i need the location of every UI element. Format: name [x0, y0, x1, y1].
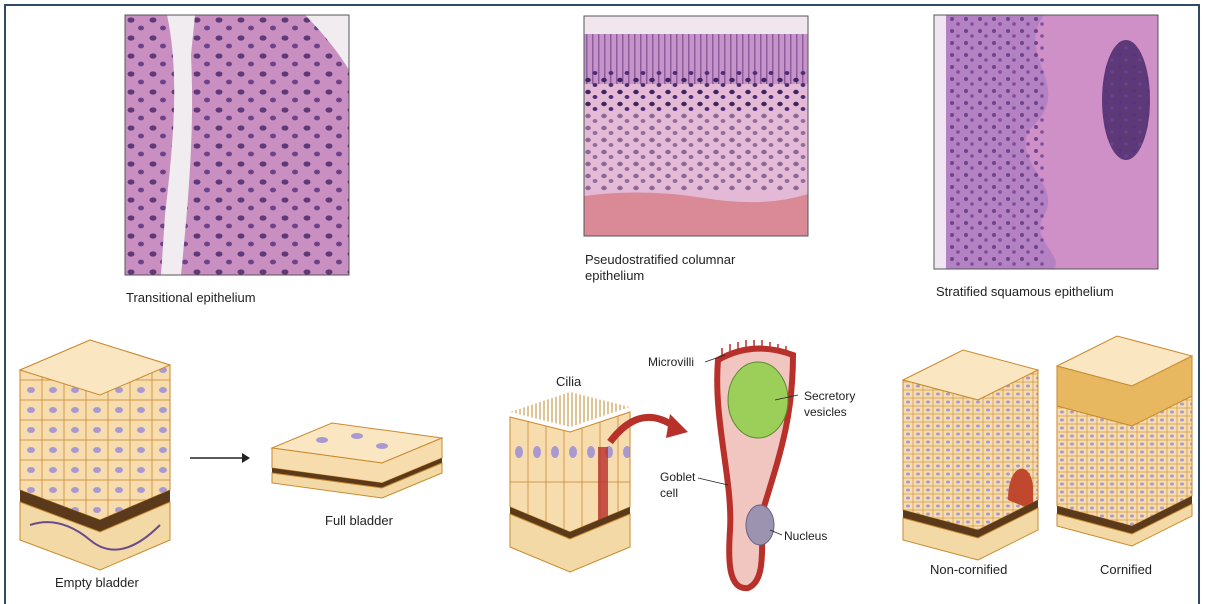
- cornified-label: Cornified: [1100, 562, 1152, 578]
- cornified-diagram: [1057, 336, 1197, 546]
- non-cornified-diagram: [903, 350, 1043, 560]
- non-cornified-label: Non-cornified: [930, 562, 1007, 578]
